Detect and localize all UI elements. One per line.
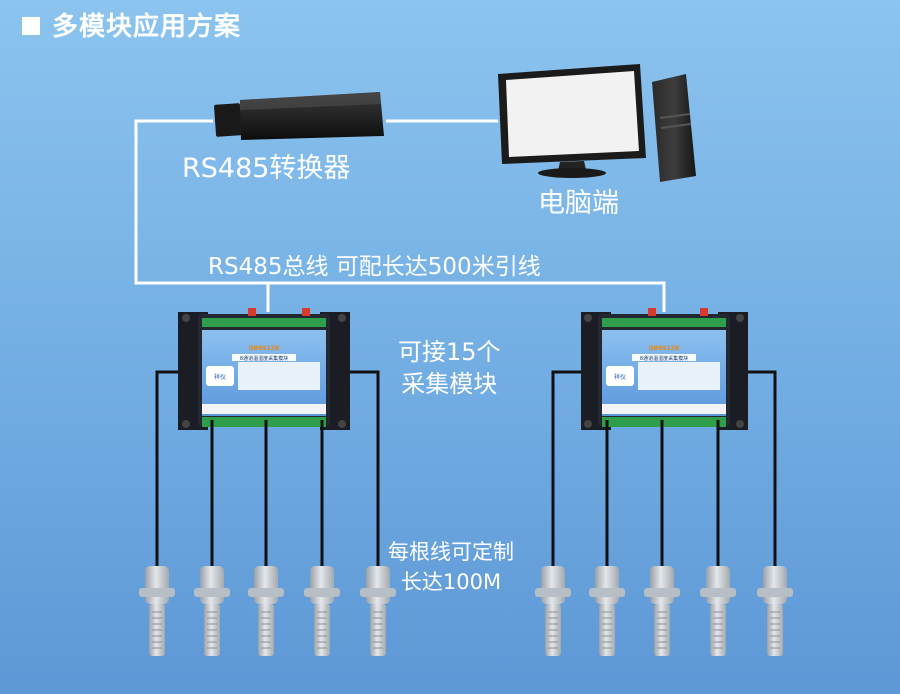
sensor-probe-icon xyxy=(304,566,340,656)
sensor-probe-icon xyxy=(248,566,284,656)
module-left-name: 8通道温湿度采集模块 xyxy=(240,355,288,362)
rs485-converter-icon xyxy=(214,92,384,140)
bus-label: RS485总线 可配长达500米引线 xyxy=(208,254,541,280)
rs485-wiring xyxy=(134,119,666,312)
cable-right-5 xyxy=(748,370,777,566)
converter-label: RS485转换器 xyxy=(182,153,351,184)
sensor-probe-icon xyxy=(589,566,625,656)
pc-label: 电脑端 xyxy=(538,188,619,219)
sensor-probe-icon xyxy=(535,566,571,656)
module-right-name: 8通道温湿度采集模块 xyxy=(640,355,688,362)
cable-left-1 xyxy=(155,370,178,566)
sensor-probe-icon xyxy=(194,566,230,656)
acquisition-module-right: QB8613B 8通道温湿度采集模块 祥仪 xyxy=(581,308,748,430)
sensor-cables xyxy=(155,370,777,566)
cable-note-line2: 长达100M xyxy=(400,570,502,594)
sensor-probe-icon xyxy=(360,566,396,656)
title-text: 多模块应用方案 xyxy=(52,12,242,42)
cable-length-note: 每根线可定制 长达100M xyxy=(388,537,514,597)
module-left-brand: 祥仪 xyxy=(214,373,226,381)
cable-left-5 xyxy=(350,370,380,566)
cable-note-line1: 每根线可定制 xyxy=(388,540,514,564)
sensor-probe-icon xyxy=(700,566,736,656)
page-title: 多模块应用方案 xyxy=(22,6,241,43)
module-right-brand: 祥仪 xyxy=(614,373,626,381)
cable-right-1 xyxy=(551,370,581,566)
acquisition-module-left: QB8613B 8通道温湿度采集模块 祥仪 xyxy=(178,308,350,430)
module-count-line2: 采集模块 xyxy=(401,370,498,398)
computer-icon xyxy=(498,64,696,182)
module-right-model: QB8613B xyxy=(649,345,680,352)
sensor-probe-icon xyxy=(644,566,680,656)
sensor-probes xyxy=(139,566,793,656)
module-count-line1: 可接15个 xyxy=(398,338,501,366)
wire-converter-to-bus xyxy=(134,119,666,312)
sensor-probe-icon xyxy=(757,566,793,656)
module-count-note: 可接15个 采集模块 xyxy=(398,336,501,400)
module-left-model: QB8613B xyxy=(249,345,280,352)
title-bullet-icon xyxy=(22,17,40,35)
sensor-probe-icon xyxy=(139,566,175,656)
